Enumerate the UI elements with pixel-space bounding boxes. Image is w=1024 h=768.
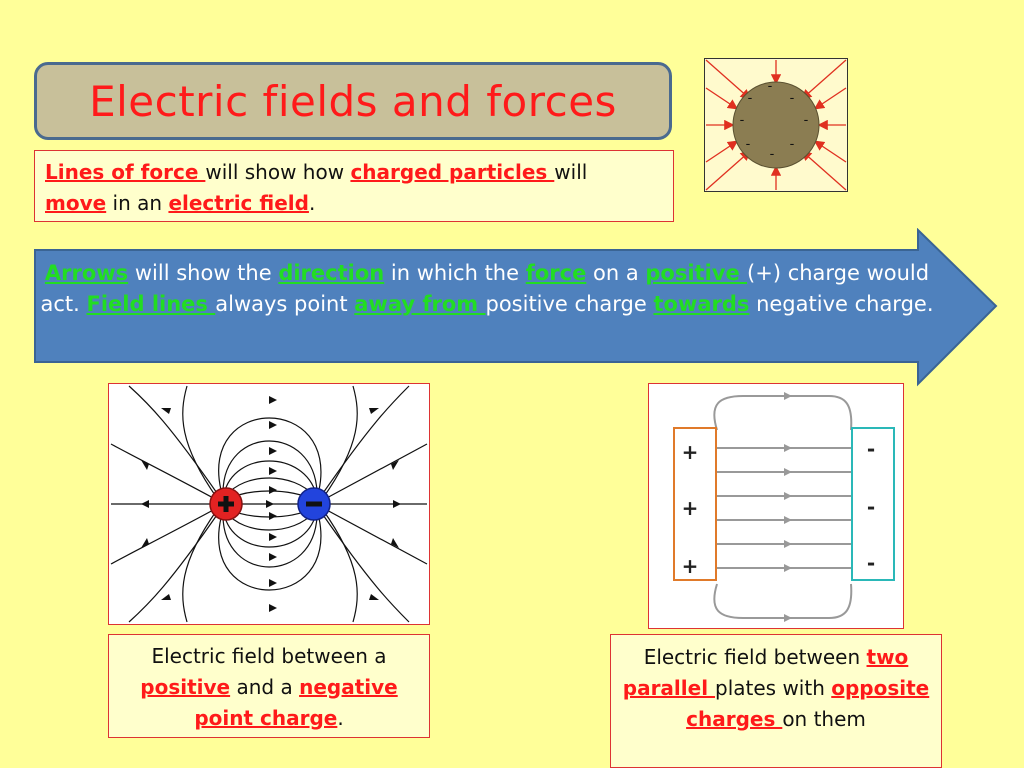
svg-text:-: - <box>770 147 775 162</box>
arrow-shape <box>34 228 998 387</box>
svg-text:-: - <box>867 495 875 519</box>
caption-text: . <box>337 706 344 730</box>
svg-text:+: + <box>682 554 699 578</box>
term-force: force <box>525 261 587 285</box>
definition-box: Lines of force will show how charged par… <box>34 150 674 222</box>
caption-text: on them <box>782 707 866 731</box>
negative-plate <box>851 427 895 581</box>
term-electric-field: electric field <box>168 191 309 215</box>
sphere-minus-signs: --- -- --- <box>740 79 809 162</box>
arrow-note: Arrows will show the direction in which … <box>34 228 998 388</box>
definition-text: will <box>554 160 588 184</box>
term-positive: positive <box>645 261 748 285</box>
term-lines-of-force: Lines of force <box>45 160 206 184</box>
parallel-plates-figure: + + + - - - <box>648 383 904 629</box>
term-away-from: away from <box>354 292 486 316</box>
arrow-text: negative charge. <box>749 292 934 316</box>
svg-text:+: + <box>682 440 699 464</box>
svg-text:-: - <box>790 137 795 152</box>
definition-text: will show how <box>205 160 351 184</box>
term-arrows: Arrows <box>44 261 129 285</box>
negative-sphere <box>732 81 820 169</box>
definition-text: in an <box>106 191 169 215</box>
page-title: Electric fields and forces <box>89 76 617 126</box>
svg-text:-: - <box>867 551 875 575</box>
svg-text:-: - <box>746 137 751 152</box>
arrow-text: will show the <box>128 261 279 285</box>
term-field-lines: Field lines <box>86 292 216 316</box>
caption-text: Electric field between a <box>151 644 387 668</box>
caption-dipole: Electric field between a positive and a … <box>108 634 430 738</box>
arrow-text: (+) charge would act. <box>40 261 930 316</box>
term-opposite-charges: opposite charges <box>686 676 930 731</box>
caption-plates: Electric field between two parallel plat… <box>610 634 942 768</box>
caption-text: Electric field between <box>643 645 867 669</box>
term-charged-particles: charged particles <box>350 160 555 184</box>
arrow-text: always point <box>215 292 355 316</box>
arrow-text: on a <box>586 261 646 285</box>
svg-text:-: - <box>748 91 753 106</box>
term-move: move <box>45 191 107 215</box>
term-two-parallel: two parallel <box>622 645 909 700</box>
svg-text:-: - <box>804 113 809 128</box>
arrow-text: in which the <box>384 261 526 285</box>
term-towards: towards <box>653 292 750 316</box>
positive-plate <box>673 427 717 581</box>
plate-field-lines: + + + - - - <box>673 392 895 622</box>
term-direction: direction <box>278 261 385 285</box>
title-banner: Electric fields and forces <box>34 62 672 140</box>
term-negative-point-charge: negative point charge <box>194 675 398 730</box>
dipole-field-figure <box>108 383 430 625</box>
negative-charge-diagram: --- -- --- <box>704 58 848 192</box>
svg-text:-: - <box>867 437 875 461</box>
caption-text: plates with <box>715 676 832 700</box>
svg-text:-: - <box>790 91 795 106</box>
dipole-field-lines <box>110 385 428 623</box>
svg-text:+: + <box>682 496 699 520</box>
definition-text: . <box>308 191 316 215</box>
caption-text: and a <box>230 675 300 699</box>
term-positive-charge: positive <box>140 675 231 699</box>
svg-text:-: - <box>740 113 745 128</box>
arrow-text: positive charge <box>485 292 654 316</box>
plate-signs: + + + - - - <box>682 437 876 578</box>
arrow-note-text: Arrows will show the direction in which … <box>34 258 940 320</box>
svg-text:-: - <box>768 79 773 94</box>
